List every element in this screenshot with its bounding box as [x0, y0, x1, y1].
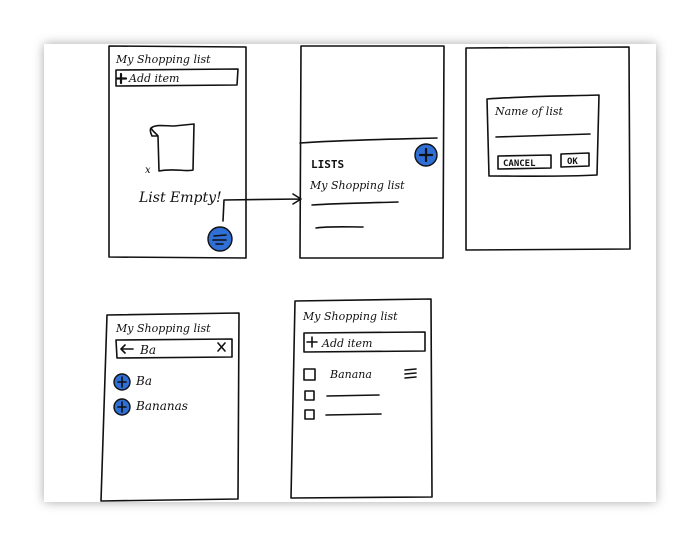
screen1-title: My Shopping list [115, 53, 211, 66]
screen-empty-list: My Shopping list Add item x List Empty! [108, 45, 247, 259]
paper-sheet [44, 44, 656, 502]
dialog-text-field[interactable] [495, 133, 591, 138]
placeholder-line [315, 225, 364, 229]
screen5-title: My Shopping list [302, 310, 398, 323]
dialog-title: Name of list [494, 105, 563, 118]
search-input[interactable] [115, 338, 233, 359]
drag-handle-icon[interactable] [404, 368, 417, 379]
drawer-top-edge [299, 137, 438, 144]
dialog-box [486, 94, 600, 178]
plus-icon [418, 147, 434, 163]
placeholder-line [325, 413, 382, 416]
item-checkbox[interactable] [304, 409, 315, 420]
item-label[interactable]: Banana [329, 368, 372, 381]
suggestion-item[interactable]: Ba [135, 374, 152, 388]
screen-name-dialog: Name of list CANCEL OK [465, 46, 631, 251]
add-item-bar[interactable] [303, 331, 426, 353]
screen4-title: My Shopping list [115, 322, 211, 335]
item-checkbox[interactable] [303, 368, 316, 381]
back-arrow-icon[interactable] [120, 344, 134, 354]
placeholder-line [326, 394, 380, 397]
menu-fab-button[interactable] [207, 226, 233, 252]
cancel-button[interactable] [497, 154, 552, 170]
empty-state-text: List Empty! [138, 190, 222, 206]
search-value: Ba [139, 343, 156, 357]
item-checkbox[interactable] [304, 390, 315, 401]
empty-list-doodle-icon [149, 123, 195, 172]
suggestion-item[interactable]: Bananas [135, 399, 188, 413]
add-item-label: Add item [321, 337, 372, 350]
screen-list-items: My Shopping list Add item Banana [290, 298, 433, 499]
empty-mark: x [145, 165, 151, 176]
list-item-my-shopping-list[interactable]: My Shopping list [309, 179, 405, 192]
ok-button[interactable] [560, 152, 590, 168]
clear-icon[interactable] [217, 342, 226, 352]
menu-icon [212, 234, 227, 245]
lists-header: LISTS [311, 158, 344, 171]
screen-search: My Shopping list Ba Ba Bananas [100, 312, 240, 502]
cancel-label: CANCEL [503, 159, 536, 169]
screen-lists-drawer: LISTS My Shopping list [299, 45, 445, 259]
add-item-label: Add item [128, 72, 179, 85]
ok-label: OK [567, 157, 578, 167]
plus-icon [115, 72, 128, 85]
plus-icon [306, 336, 318, 348]
flow-arrow [222, 193, 302, 222]
plus-icon [117, 376, 127, 388]
plus-icon [117, 401, 127, 413]
placeholder-line [311, 201, 399, 206]
add-item-bar[interactable] [115, 68, 239, 87]
